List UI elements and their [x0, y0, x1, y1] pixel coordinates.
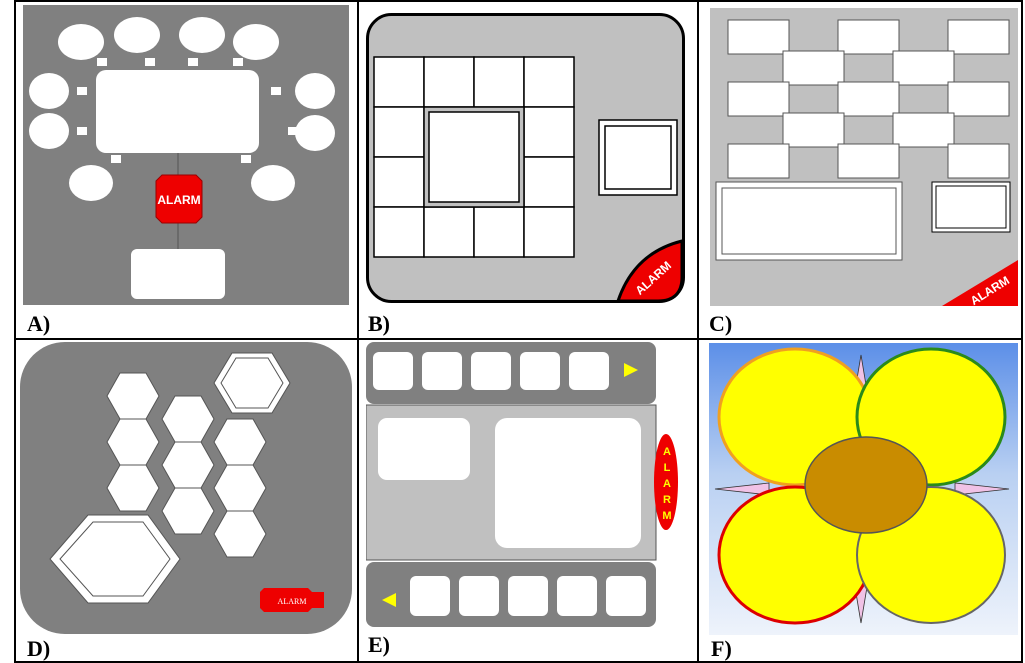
panel-a-circle-1 — [58, 24, 104, 60]
svg-text:L: L — [664, 462, 671, 474]
svg-text:M: M — [662, 510, 671, 522]
column-divider-1 — [357, 0, 359, 663]
panel-d-layout: ALARM — [20, 342, 352, 634]
panel-d-caption: D) — [27, 638, 50, 660]
panel-a-main-screen — [96, 70, 259, 153]
row-divider — [14, 338, 1023, 340]
panel-a-circle-5 — [29, 73, 69, 109]
panel-c-layout: ALARM — [710, 8, 1018, 306]
panel-a-circle-10 — [251, 165, 295, 201]
panel-c-caption: C) — [709, 313, 732, 335]
panel-b-layout: ALARM — [366, 13, 690, 306]
panel-f-caption: F) — [711, 638, 732, 660]
panel-a-circle-7 — [295, 73, 335, 109]
panel-a-caption: A) — [27, 313, 50, 335]
panel-a-circle-2 — [114, 17, 160, 53]
svg-text:ALARM: ALARM — [157, 193, 200, 207]
svg-text:A: A — [663, 446, 671, 458]
panel-b-caption: B) — [368, 313, 390, 335]
panel-a-circle-9 — [69, 165, 113, 201]
svg-text:ALARM: ALARM — [278, 597, 307, 606]
panel-a-circle-8 — [295, 115, 335, 151]
panel-e-caption: E) — [368, 634, 390, 656]
panel-f-center — [805, 437, 927, 533]
panel-a-bottom-box — [131, 249, 225, 299]
svg-text:A: A — [663, 478, 671, 490]
panel-a-circle-4 — [233, 24, 279, 60]
panel-e-main-screen — [495, 418, 641, 548]
panel-b-center-screen — [429, 112, 519, 202]
svg-text:R: R — [663, 494, 671, 506]
panel-a-circle-6 — [29, 113, 69, 149]
panel-a-circle-3 — [179, 17, 225, 53]
panel-a-layout: ALARM — [23, 5, 349, 305]
panel-e-small-screen — [378, 418, 470, 480]
column-divider-2 — [697, 0, 699, 663]
panel-f-layout — [709, 343, 1018, 635]
panel-e-layout: A L A R M — [366, 342, 690, 632]
